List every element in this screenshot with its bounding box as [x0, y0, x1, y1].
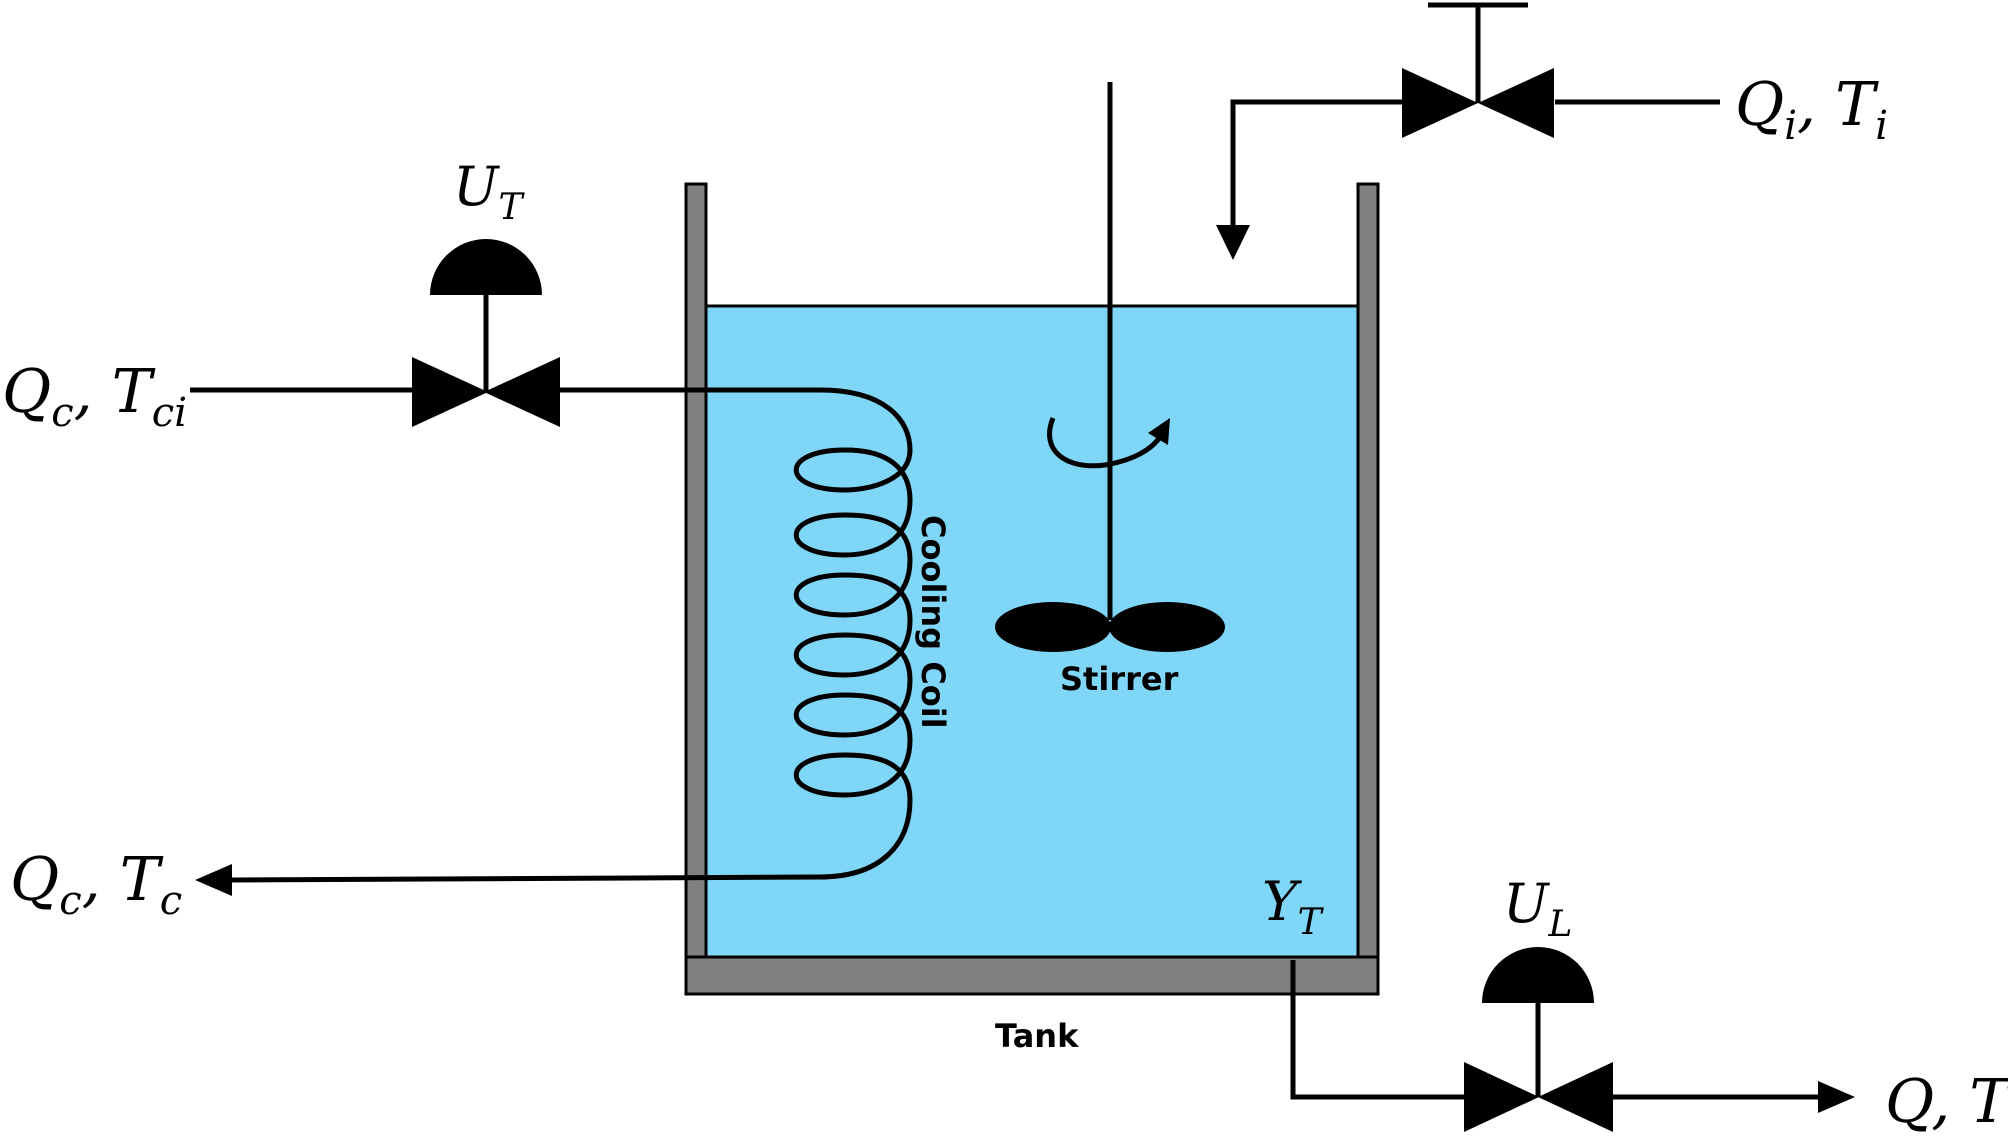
- feed-valve[interactable]: [1402, 2, 1554, 138]
- coolant-valve-actuator-icon: [430, 239, 542, 295]
- coolant-inlet-label: Qc, Tci: [2, 357, 187, 436]
- cooling-coil: Cooling Coil: [190, 387, 952, 896]
- stirrer-label: Stirrer: [1060, 660, 1179, 698]
- coolant-valve-signal-label: UT: [453, 155, 526, 228]
- feed-valve-to-tank-pipe: [1230, 99, 1403, 225]
- cooling-coil-label: Cooling Coil: [914, 515, 952, 729]
- rotation-arrowhead: [1148, 418, 1170, 445]
- stirrer: Stirrer: [995, 82, 1225, 698]
- tank-wall-left: [684, 182, 708, 996]
- feed-valve-right-triangle: [1478, 68, 1554, 138]
- outlet-valve-left-triangle: [1464, 1062, 1539, 1132]
- coolant-outlet-label: Qc, Tc: [10, 845, 182, 924]
- coolant-control-valve[interactable]: [412, 239, 560, 427]
- rotation-arrow: [1047, 417, 1166, 469]
- outlet-valve-actuator-icon: [1482, 947, 1594, 1003]
- tank-label: Tank: [995, 1017, 1079, 1055]
- feed-valve-left-triangle: [1402, 68, 1478, 138]
- product-arrowhead: [1818, 1081, 1855, 1113]
- coolant-valve-right-triangle: [484, 357, 560, 427]
- tank-wall-bottom: [684, 955, 1380, 996]
- coolant-outlet-pipe: [231, 874, 821, 883]
- feed-arrowhead: [1216, 225, 1250, 260]
- tank-wall-right: [1356, 182, 1380, 996]
- temperature-sensor-label: YT: [1262, 870, 1325, 943]
- coolant-valve-left-triangle: [412, 357, 488, 427]
- outlet-pipe: [1290, 960, 1465, 1100]
- stirrer-blade-left: [995, 602, 1111, 652]
- feed-inlet: Qi, Ti: [1216, 70, 1888, 260]
- product-outlet-label: Q, T: [1885, 1067, 2008, 1137]
- outlet-control-valve[interactable]: [1464, 947, 1613, 1132]
- coolant-outlet-arrowhead: [195, 864, 232, 896]
- stirrer-blade-right: [1109, 602, 1225, 652]
- cooling-coil-helix: [793, 387, 913, 880]
- product-outlet: Q, T: [1290, 960, 2008, 1137]
- outlet-valve-signal-label: UL: [1503, 872, 1572, 945]
- feed-inlet-label: Qi, Ti: [1735, 70, 1888, 149]
- outlet-valve-right-triangle: [1538, 1062, 1613, 1132]
